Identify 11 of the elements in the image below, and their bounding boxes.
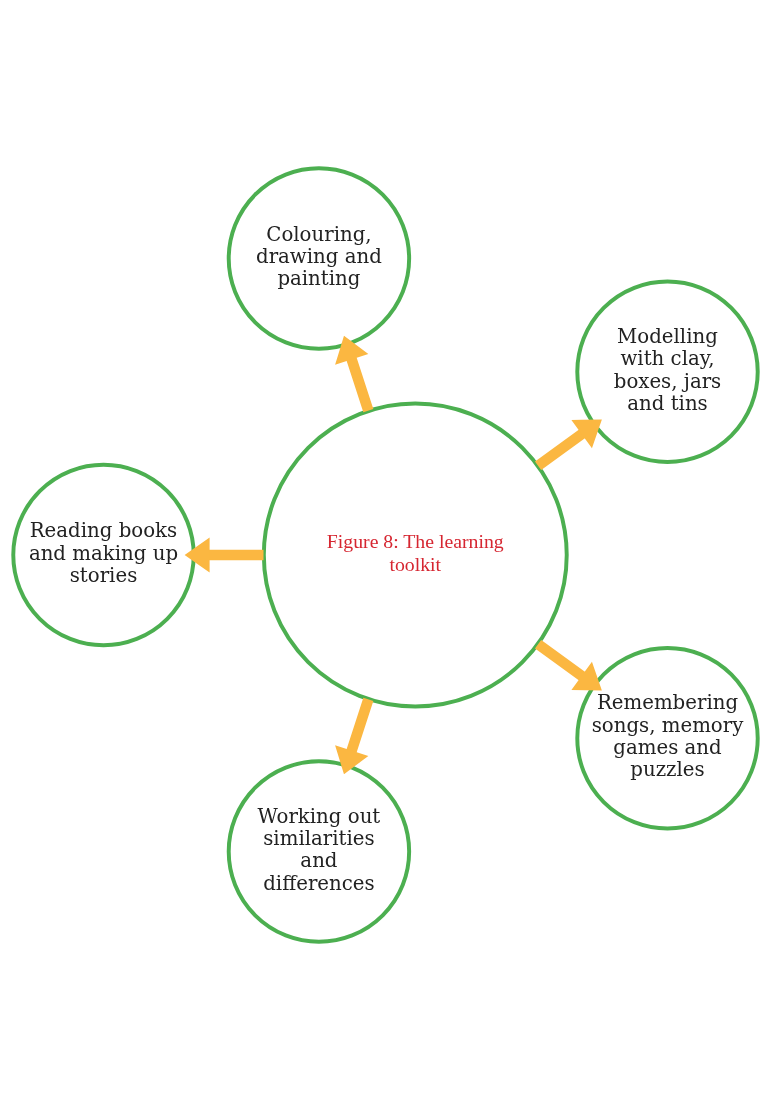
node-circle: Remembering songs, memory games and puzzles bbox=[575, 646, 760, 831]
node-circle: Colouring, drawing and painting bbox=[226, 166, 412, 351]
node-circle: Figure 8: The learning toolkit bbox=[261, 401, 569, 709]
arrow bbox=[335, 335, 374, 413]
node-circle: Modelling with clay, boxes, jars and tins bbox=[575, 279, 760, 464]
node-circle: Reading books and making up stories bbox=[11, 462, 196, 648]
arrow bbox=[184, 537, 264, 573]
arrow bbox=[335, 697, 374, 775]
arrow bbox=[534, 419, 602, 471]
node-circle: Working out similarities and differences bbox=[226, 759, 412, 944]
arrow bbox=[534, 639, 602, 691]
